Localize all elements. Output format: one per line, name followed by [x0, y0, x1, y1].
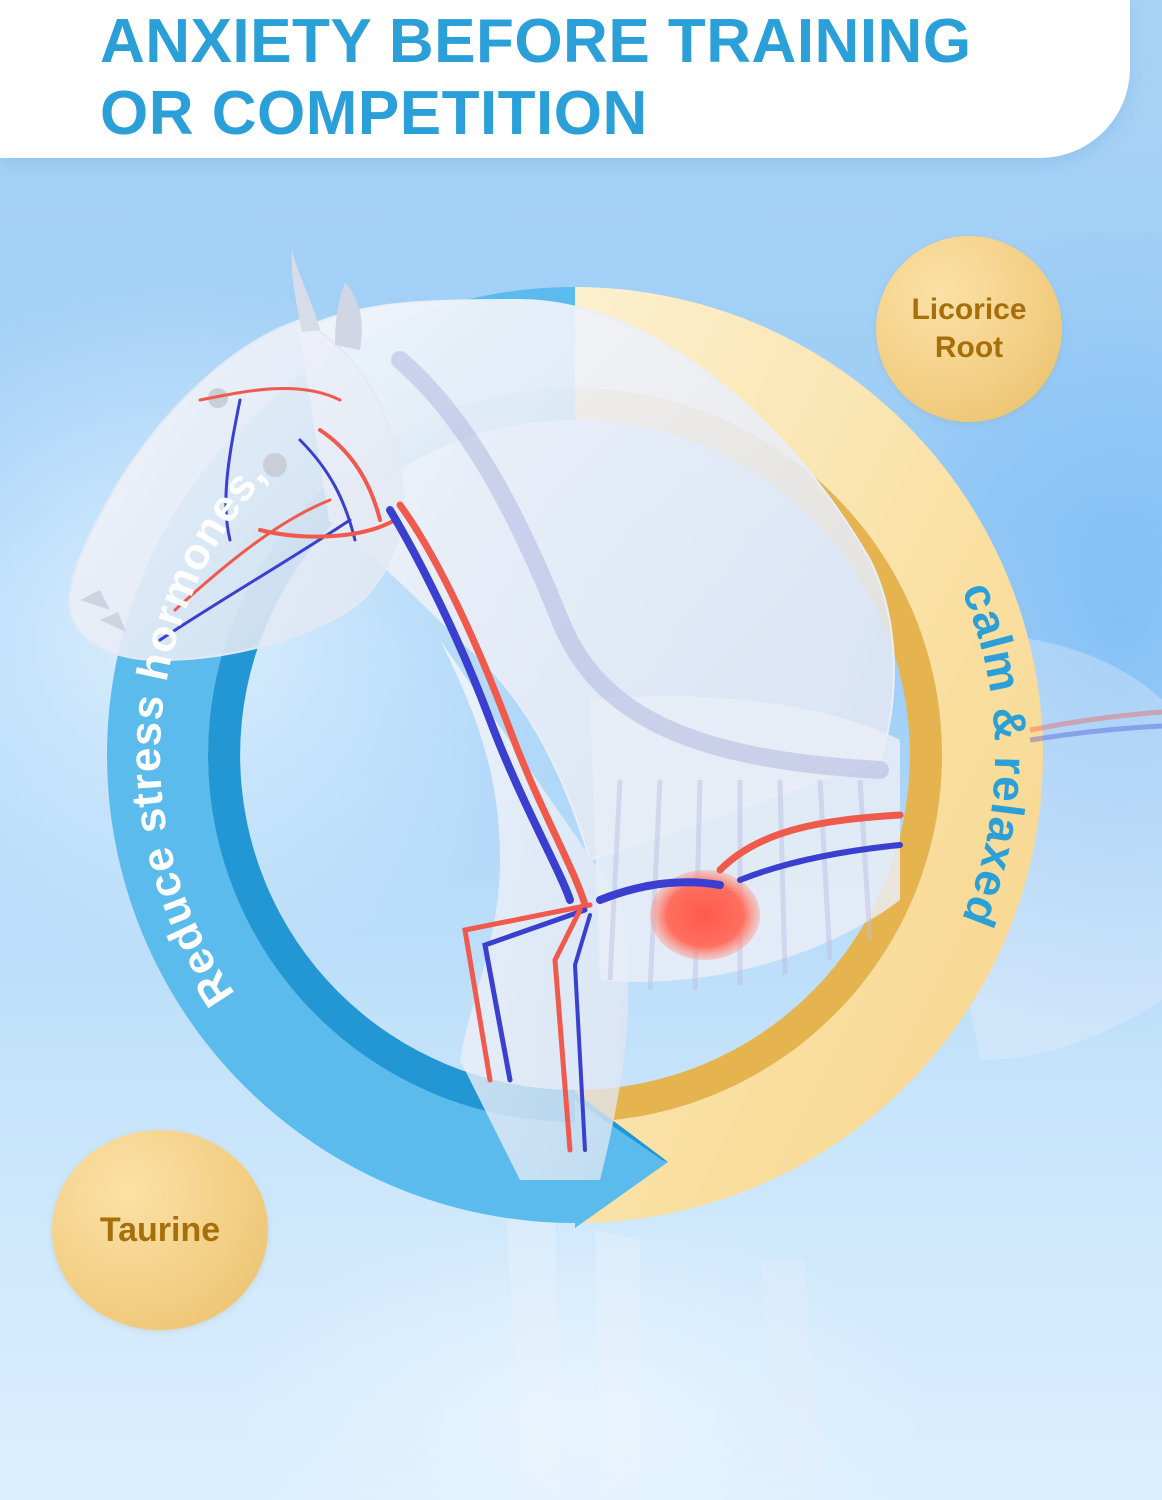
title-line-1: ANXIETY BEFORE TRAINING — [100, 7, 972, 76]
title-line-2: OR COMPETITION — [100, 79, 648, 148]
ingredient-badge-taurine: Taurine — [52, 1130, 268, 1330]
badge-label-line-1: Licorice — [911, 293, 1027, 326]
gold-arc-outer — [575, 287, 1043, 1223]
horse-anatomy-illustration — [68, 250, 1162, 1180]
header-banner: ANXIETY BEFORE TRAINING OR COMPETITION — [0, 0, 1130, 158]
badge-label-line-1: Taurine — [99, 1210, 221, 1249]
badge-label-line-2: Root — [934, 331, 1004, 364]
page-title: ANXIETY BEFORE TRAINING OR COMPETITION — [100, 6, 972, 150]
ingredient-badge-licorice-root: Licorice Root — [876, 236, 1062, 422]
